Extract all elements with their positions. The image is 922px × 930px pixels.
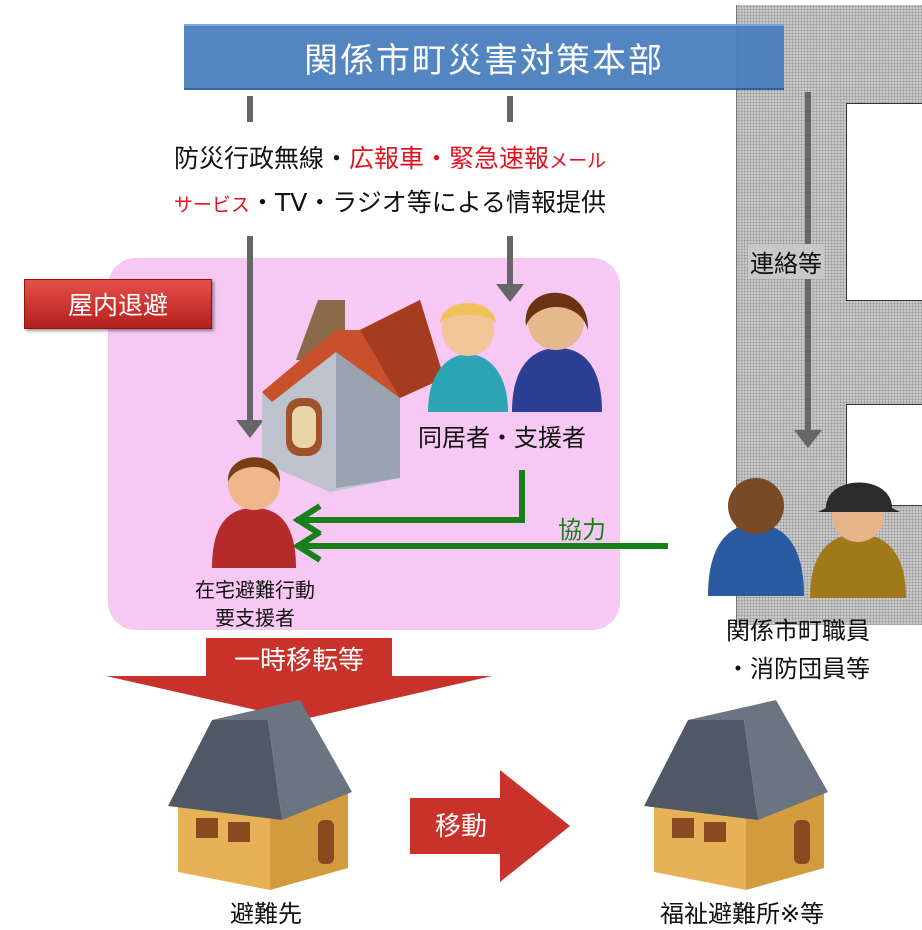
- indoor-evacuation-badge: 屋内退避: [24, 279, 212, 329]
- cohabitant-supporter-label: 同居者・支援者: [418, 424, 586, 452]
- contact-label: 連絡等: [748, 244, 824, 279]
- welfare-shelter-label: 福祉避難所※等: [660, 900, 825, 928]
- supporters-icon: [428, 292, 602, 412]
- information-provision-text: 防災行政無線・広報車・緊急速報メール サービス・TV・ラジオ等による情報提供: [173, 144, 607, 217]
- move-label: 移動: [434, 812, 487, 842]
- cooperation-label: 協力: [558, 516, 606, 544]
- evacuation-destination-label: 避難先: [230, 900, 302, 928]
- home-house-icon: [262, 300, 444, 492]
- temporary-relocation-label: 一時移転等: [233, 646, 364, 676]
- relocation-arrow: [106, 638, 492, 720]
- staff-label: 関係市町職員 ・消防団員等: [726, 617, 870, 683]
- move-arrow: [410, 770, 570, 882]
- destination-house-icon: [168, 700, 352, 890]
- cooperation-arrow-upper: [296, 470, 525, 523]
- contact-box-upper: [846, 103, 922, 301]
- staff-firefighter-icon: [708, 478, 906, 598]
- home-evacuee-icon: [212, 457, 296, 568]
- welfare-shelter-house-icon: [644, 700, 828, 890]
- home-evacuee-label: 在宅避難行動 要支援者: [195, 578, 315, 630]
- headquarters-banner: 関係市町災害対策本部: [184, 24, 784, 90]
